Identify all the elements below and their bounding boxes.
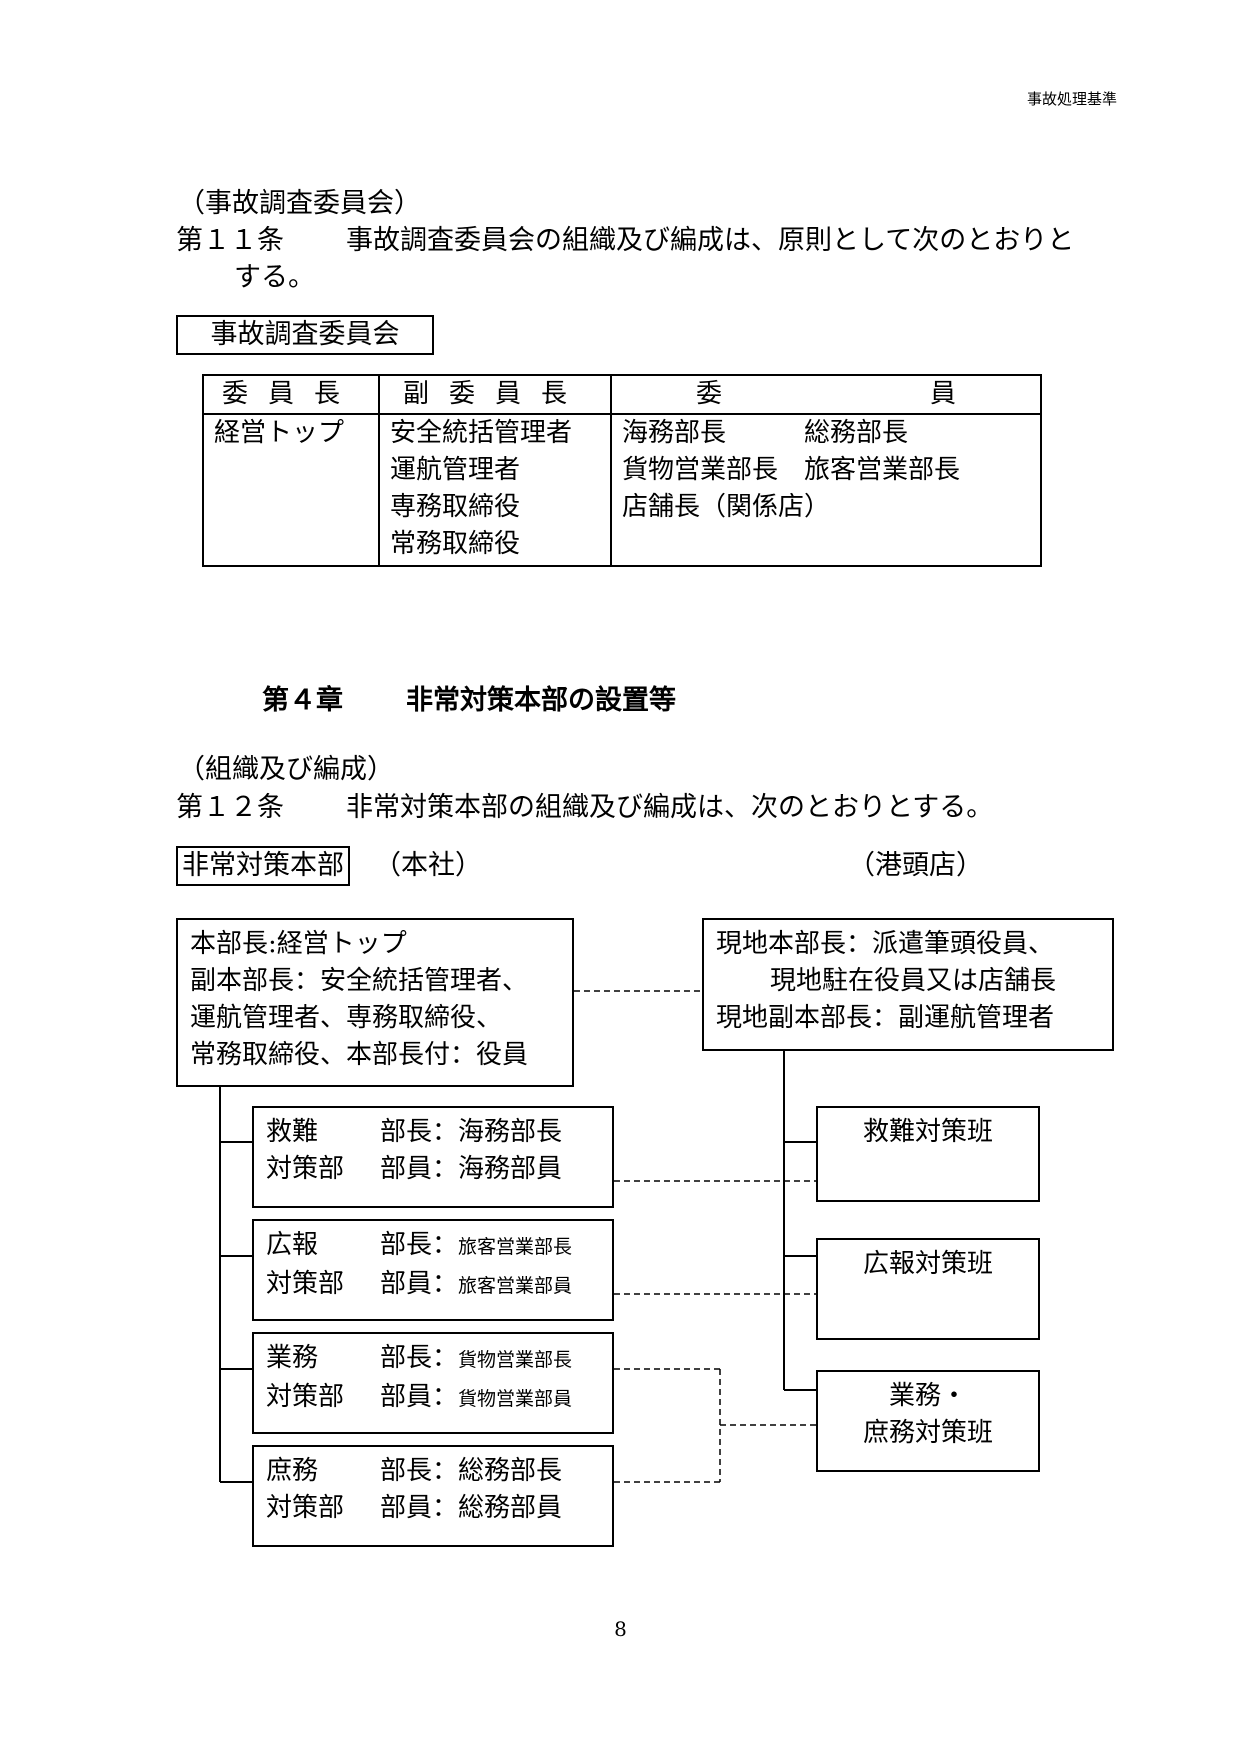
dept-member: 総務部員 <box>458 1493 563 1523</box>
dept-head-label: 部長： <box>380 1117 459 1147</box>
table-cell-line: 海務部長 総務部長 <box>622 418 909 448</box>
team-label: 庶務対策班 <box>862 1418 993 1448</box>
dept-name: 救難 <box>266 1117 319 1147</box>
table-cell-line: 安全統括管理者 <box>390 418 573 448</box>
dept-member: 海務部員 <box>458 1154 563 1184</box>
dept-member-label: 部員： <box>380 1269 459 1299</box>
table-cell-vice-chair: 安全統括管理者 運航管理者 専務取締役 常務取締役 <box>378 413 612 567</box>
dept-head-label: 部長： <box>380 1230 459 1260</box>
dept-name: 業務 <box>266 1343 319 1373</box>
dept-member: 旅客営業部員 <box>458 1275 573 1297</box>
section-caption: （組織及び編成） <box>178 754 394 785</box>
committee-label-box: 事故調査委員会 <box>176 315 434 355</box>
dept-name: 対策部 <box>266 1382 345 1412</box>
article-text: 事故調査委員会の組織及び編成は、原則として次のとおりと <box>346 225 1075 256</box>
table-cell-line: 店舗長（関係店） <box>622 492 831 522</box>
chapter-title: 非常対策本部の設置等 <box>406 685 676 716</box>
port-store-label: （港頭店） <box>848 850 983 881</box>
table-header-chair: 委員長 <box>202 374 380 415</box>
team-label: 救難対策班 <box>862 1117 993 1147</box>
article-text: 非常対策本部の組織及び編成は、次のとおりとする。 <box>346 792 994 823</box>
rescue-team-box: 救難対策班 <box>816 1106 1040 1202</box>
committee-label: 事故調査委員会 <box>210 319 400 350</box>
business-dept-box: 業務 部長：貨物営業部長 対策部 部員：貨物営業部員 <box>252 1332 614 1434</box>
dept-member-label: 部員： <box>380 1382 459 1412</box>
page-header: 事故処理基準 <box>1026 90 1117 108</box>
dept-name: 対策部 <box>266 1269 345 1299</box>
table-cell-line: 経営トップ <box>214 418 345 448</box>
dept-head-label: 部長： <box>380 1456 459 1486</box>
head-office-label: （本社） <box>374 850 482 881</box>
article-number: 第１２条 <box>176 792 284 823</box>
table-cell-line: 貨物営業部長 旅客営業部長 <box>622 455 961 485</box>
page-number: 8 <box>614 1617 627 1641</box>
emergency-hq-label: 非常対策本部 <box>182 850 344 881</box>
dept-head: 貨物営業部長 <box>458 1349 573 1371</box>
article-number: 第１１条 <box>176 225 284 256</box>
hq-line: 常務取締役、本部長付：役員 <box>190 1040 529 1070</box>
field-hq-line: 現地駐在役員又は店舗長 <box>770 966 1057 996</box>
table-cell-line: 運航管理者 <box>390 455 521 485</box>
article-text-continued: する。 <box>234 262 315 293</box>
dept-member-label: 部員： <box>380 1493 459 1523</box>
pr-dept-box: 広報 部長：旅客営業部長 対策部 部員：旅客営業部員 <box>252 1219 614 1321</box>
dept-name: 対策部 <box>266 1493 345 1523</box>
table-cell-line: 専務取締役 <box>390 492 521 522</box>
section-caption: （事故調査委員会） <box>178 188 421 219</box>
hq-line: 運航管理者、専務取締役、 <box>190 1003 503 1033</box>
hq-line: 本部長:経営トップ <box>190 929 407 959</box>
team-label: 業務・ <box>888 1381 967 1411</box>
committee-table: 委員長 副委員長 委 員 経営トップ 安全統括管理者 運航管理者 専務取締役 常… <box>202 374 1042 567</box>
table-header-members: 委 員 <box>610 374 1042 415</box>
dept-member-label: 部員： <box>380 1154 459 1184</box>
dept-member: 貨物営業部員 <box>458 1388 573 1410</box>
team-label: 広報対策班 <box>862 1249 993 1279</box>
dept-head: 総務部長 <box>458 1456 563 1486</box>
emergency-hq-label-box: 非常対策本部 <box>176 846 350 886</box>
general-affairs-dept-box: 庶務 部長：総務部長 対策部 部員：総務部員 <box>252 1445 614 1547</box>
rescue-dept-box: 救難 部長：海務部長 対策部 部員：海務部員 <box>252 1106 614 1208</box>
table-cell-members: 海務部長 総務部長 貨物営業部長 旅客営業部長 店舗長（関係店） <box>610 413 1042 567</box>
table-cell-chair: 経営トップ <box>202 413 380 567</box>
hq-line: 副本部長：安全統括管理者、 <box>190 966 529 996</box>
chapter-number: 第４章 <box>262 685 343 716</box>
pr-team-box: 広報対策班 <box>816 1238 1040 1340</box>
dept-name: 庶務 <box>266 1456 319 1486</box>
table-header-vice-chair: 副委員長 <box>378 374 612 415</box>
dept-head-label: 部長： <box>380 1343 459 1373</box>
table-cell-line: 常務取締役 <box>390 529 521 559</box>
dept-name: 広報 <box>266 1230 319 1260</box>
dept-name: 対策部 <box>266 1154 345 1184</box>
dept-head: 旅客営業部長 <box>458 1236 573 1258</box>
field-hq-line: 現地本部長：派遣筆頭役員、 <box>716 929 1055 959</box>
dept-head: 海務部長 <box>458 1117 563 1147</box>
field-hq-box: 現地本部長：派遣筆頭役員、 現地駐在役員又は店舗長 現地副本部長：副運航管理者 <box>702 918 1114 1051</box>
hq-box: 本部長:経営トップ 副本部長：安全統括管理者、 運航管理者、専務取締役、 常務取… <box>176 918 574 1087</box>
business-general-team-box: 業務・ 庶務対策班 <box>816 1370 1040 1472</box>
field-hq-line: 現地副本部長：副運航管理者 <box>716 1003 1055 1033</box>
